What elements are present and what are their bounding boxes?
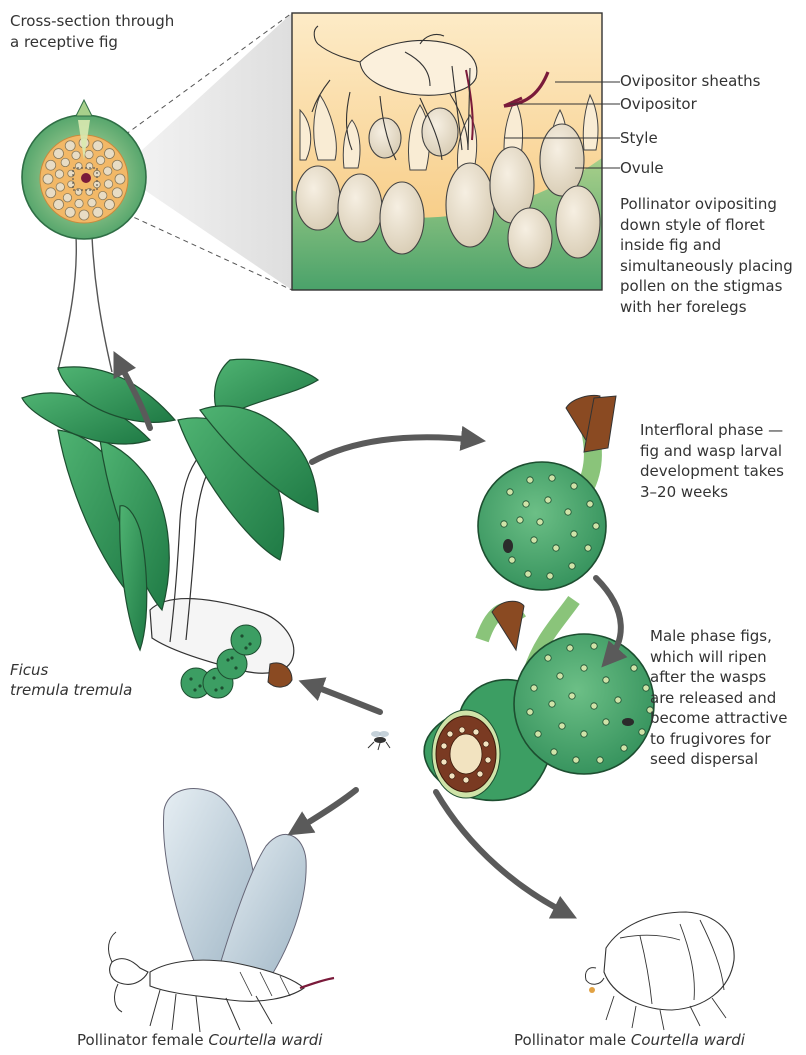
male-phase-label: Male phase figs, which will ripen after …: [650, 626, 788, 770]
male-phase-ostiole: [591, 643, 597, 649]
floret: [75, 199, 83, 207]
callout-style: Style: [620, 128, 658, 148]
floret: [43, 174, 53, 184]
floret: [54, 149, 64, 159]
interfloral-ostiole: [593, 523, 599, 529]
floret: [55, 170, 63, 178]
interfloral-ostiole: [565, 509, 571, 515]
interfloral-ostiole: [571, 531, 577, 537]
small-wasp-icon: [368, 731, 390, 750]
male-phase-ostiole: [535, 731, 541, 737]
male-phase-ostiole: [643, 685, 649, 691]
floret: [115, 174, 125, 184]
callout-ovipositor-sheaths: Ovipositor sheaths: [620, 71, 760, 91]
interfloral-ostiole: [571, 483, 577, 489]
male-phase-ostiole: [639, 729, 645, 735]
fig-plant: [22, 359, 318, 698]
interfloral-ostiole: [553, 545, 559, 551]
male-phase-ostiole: [567, 645, 573, 651]
interfloral-ostiole: [507, 489, 513, 495]
floret: [79, 210, 89, 220]
female-label-prefix: Pollinator female: [77, 1031, 208, 1049]
floret: [85, 150, 93, 158]
female-label-species: Courtella wardi: [208, 1031, 322, 1049]
male-phase-ostiole: [573, 757, 579, 763]
floret: [112, 188, 122, 198]
female-pollinator-label: Pollinator female Courtella wardi: [77, 1030, 322, 1050]
floret: [99, 191, 107, 199]
floret: [65, 207, 75, 217]
interfloral-ostiole: [517, 517, 523, 523]
interfloral-phase-label: Interfloral phase — fig and wasp larval …: [640, 420, 784, 502]
magnified-floret-inset: [292, 13, 620, 290]
male-phase-ostiole: [631, 665, 637, 671]
floret: [65, 141, 75, 151]
male-phase-ostiole: [545, 655, 551, 661]
male-pollinator-label: Pollinator male Courtella wardi: [514, 1030, 745, 1050]
interfloral-phase-fig: [478, 396, 616, 591]
interfloral-ostiole: [537, 519, 543, 525]
male-phase-ostiole: [527, 709, 533, 715]
floret: [72, 151, 80, 159]
callout-ovipositor: Ovipositor: [620, 94, 697, 114]
interfloral-ostiole: [569, 563, 575, 569]
floret: [93, 141, 103, 151]
male-phase-ostiole: [549, 701, 555, 707]
floret: [63, 194, 71, 202]
interfloral-ostiole: [509, 557, 515, 563]
interfloral-ostiole: [531, 537, 537, 543]
floret: [104, 149, 114, 159]
male-phase-ostiole: [615, 697, 621, 703]
interfloral-ostiole: [545, 497, 551, 503]
male-phase-ostiole: [603, 677, 609, 683]
floret: [104, 180, 112, 188]
floret: [61, 158, 69, 166]
receptive-fig-cross-section: [22, 13, 292, 372]
floret: [54, 199, 64, 209]
floret: [56, 183, 64, 191]
male-phase-ostiole: [591, 703, 597, 709]
species-label-line1: Ficus: [10, 660, 48, 680]
floret: [93, 207, 103, 217]
interfloral-ostiole: [549, 475, 555, 481]
male-phase-ostiole: [603, 719, 609, 725]
male-label-prefix: Pollinator male: [514, 1031, 631, 1049]
interfloral-ostiole: [501, 521, 507, 527]
interfloral-ostiole: [587, 501, 593, 507]
cross-section-label: Cross-section through a receptive fig: [10, 11, 174, 52]
male-phase-ostiole: [581, 665, 587, 671]
male-phase-ostiole: [597, 757, 603, 763]
male-wasp-icon: [585, 912, 734, 1030]
interfloral-ostiole: [525, 571, 531, 577]
interfloral-ostiole: [547, 573, 553, 579]
callout-ovule: Ovule: [620, 158, 664, 178]
inset-caption: Pollinator ovipositing down style of flo…: [620, 194, 793, 317]
floret: [104, 167, 112, 175]
male-phase-ostiole: [531, 685, 537, 691]
male-phase-ostiole: [581, 731, 587, 737]
male-phase-ostiole: [569, 693, 575, 699]
interfloral-ostiole: [527, 477, 533, 483]
floret: [104, 199, 114, 209]
floret: [46, 188, 56, 198]
interfloral-ostiole: [585, 545, 591, 551]
male-phase-ostiole: [551, 749, 557, 755]
male-phase-ostiole: [621, 745, 627, 751]
male-phase-ostiole: [559, 723, 565, 729]
floret: [88, 199, 96, 207]
species-label-line2: tremula tremula: [10, 680, 132, 700]
male-label-species: Courtella wardi: [631, 1031, 745, 1049]
floret: [112, 160, 122, 170]
interfloral-ostiole: [523, 501, 529, 507]
floret: [96, 156, 104, 164]
male-phase-ostiole: [557, 673, 563, 679]
floret: [46, 160, 56, 170]
